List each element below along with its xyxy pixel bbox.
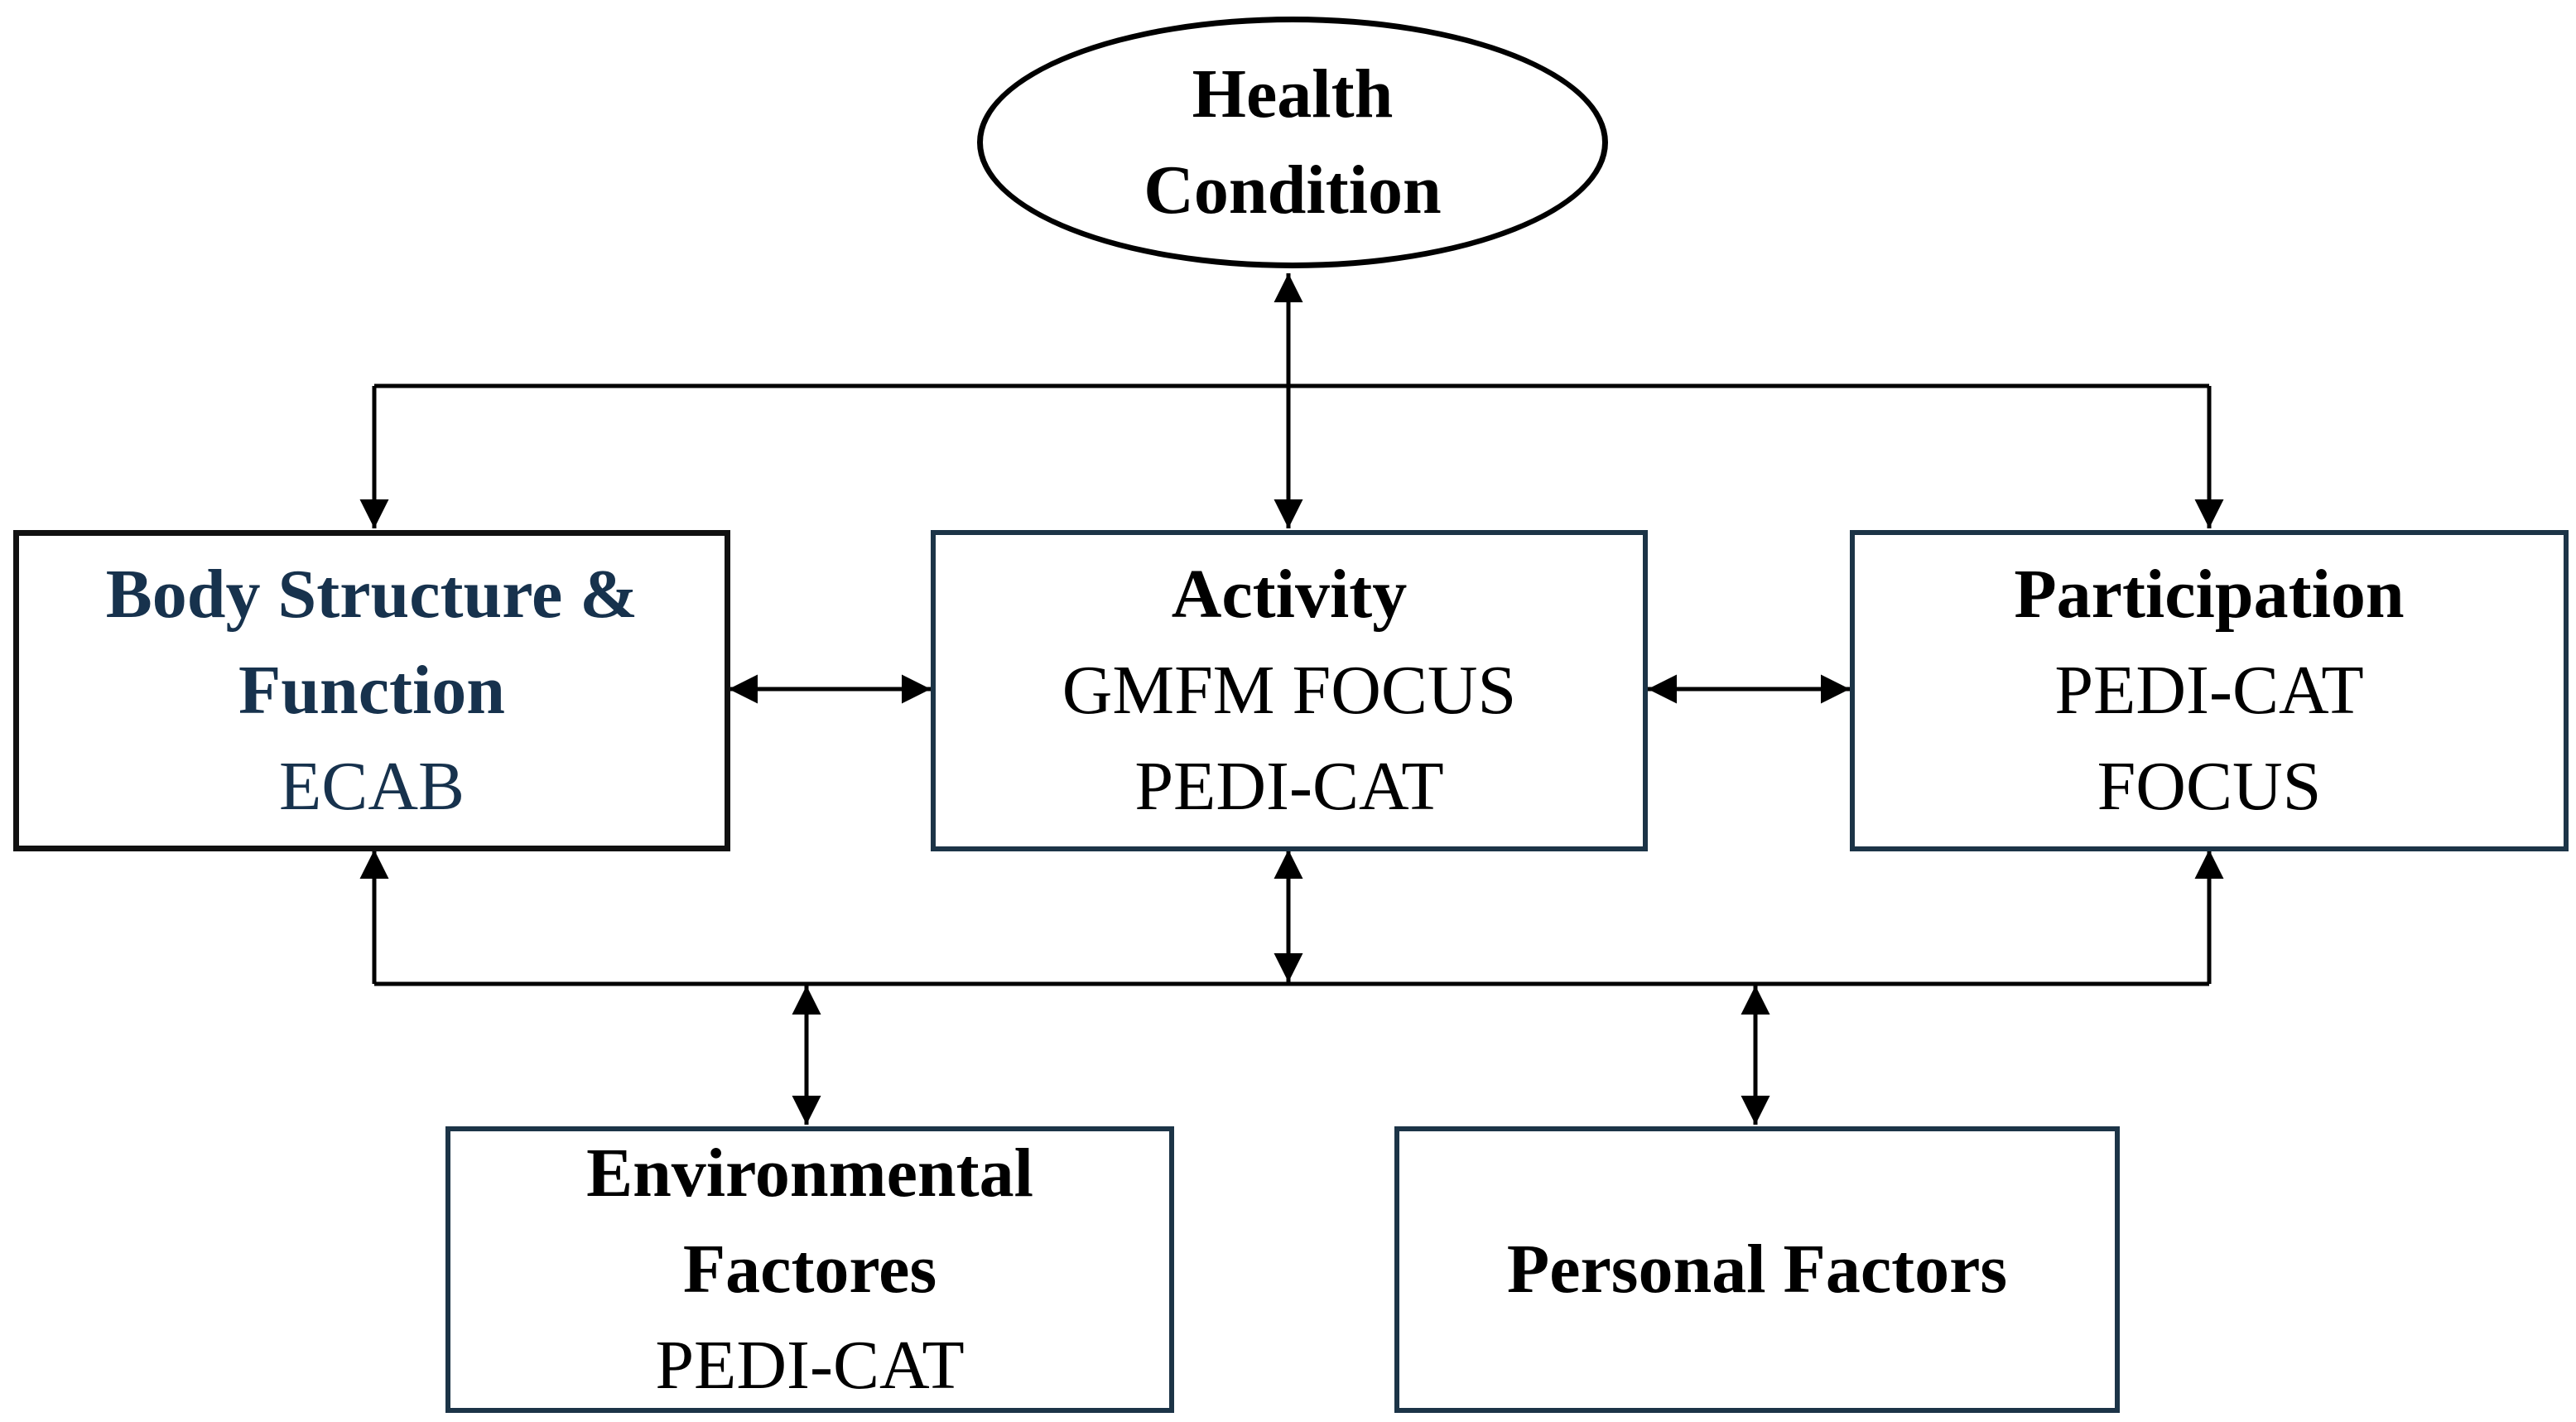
participation-measure-pedi-cat: PEDI-CAT bbox=[2054, 652, 2364, 729]
participation-title: Participation bbox=[2014, 556, 2405, 633]
participation-measure-focus: FOCUS bbox=[2097, 748, 2322, 825]
personal-factors-title: Personal Factors bbox=[1506, 1231, 2008, 1308]
participation-node: Participation PEDI-CAT FOCUS bbox=[1850, 530, 2569, 851]
activity-node: Activity GMFM FOCUS PEDI-CAT bbox=[931, 530, 1648, 851]
health-condition-title-line-2: Condition bbox=[1144, 152, 1442, 229]
activity-measure-pedi-cat: PEDI-CAT bbox=[1134, 748, 1444, 825]
environmental-title-line-1: Environmental bbox=[586, 1135, 1033, 1212]
body-structure-function-node: Body Structure & Function ECAB bbox=[13, 530, 730, 851]
environmental-title-line-2: Factores bbox=[682, 1231, 937, 1308]
environmental-factors-node: Environmental Factores PEDI-CAT bbox=[445, 1126, 1174, 1413]
activity-measure-gmfm-focus: GMFM FOCUS bbox=[1062, 652, 1517, 729]
environmental-measure-pedi-cat: PEDI-CAT bbox=[655, 1327, 965, 1404]
personal-factors-node: Personal Factors bbox=[1394, 1126, 2120, 1413]
body-structure-title-line-2: Function bbox=[238, 652, 506, 729]
health-condition-node: Health Condition bbox=[977, 17, 1608, 268]
health-condition-title-line-1: Health bbox=[1192, 55, 1394, 133]
activity-title: Activity bbox=[1171, 556, 1408, 633]
body-structure-title-line-1: Body Structure & bbox=[105, 556, 638, 633]
body-structure-measure-ecab: ECAB bbox=[278, 748, 465, 825]
